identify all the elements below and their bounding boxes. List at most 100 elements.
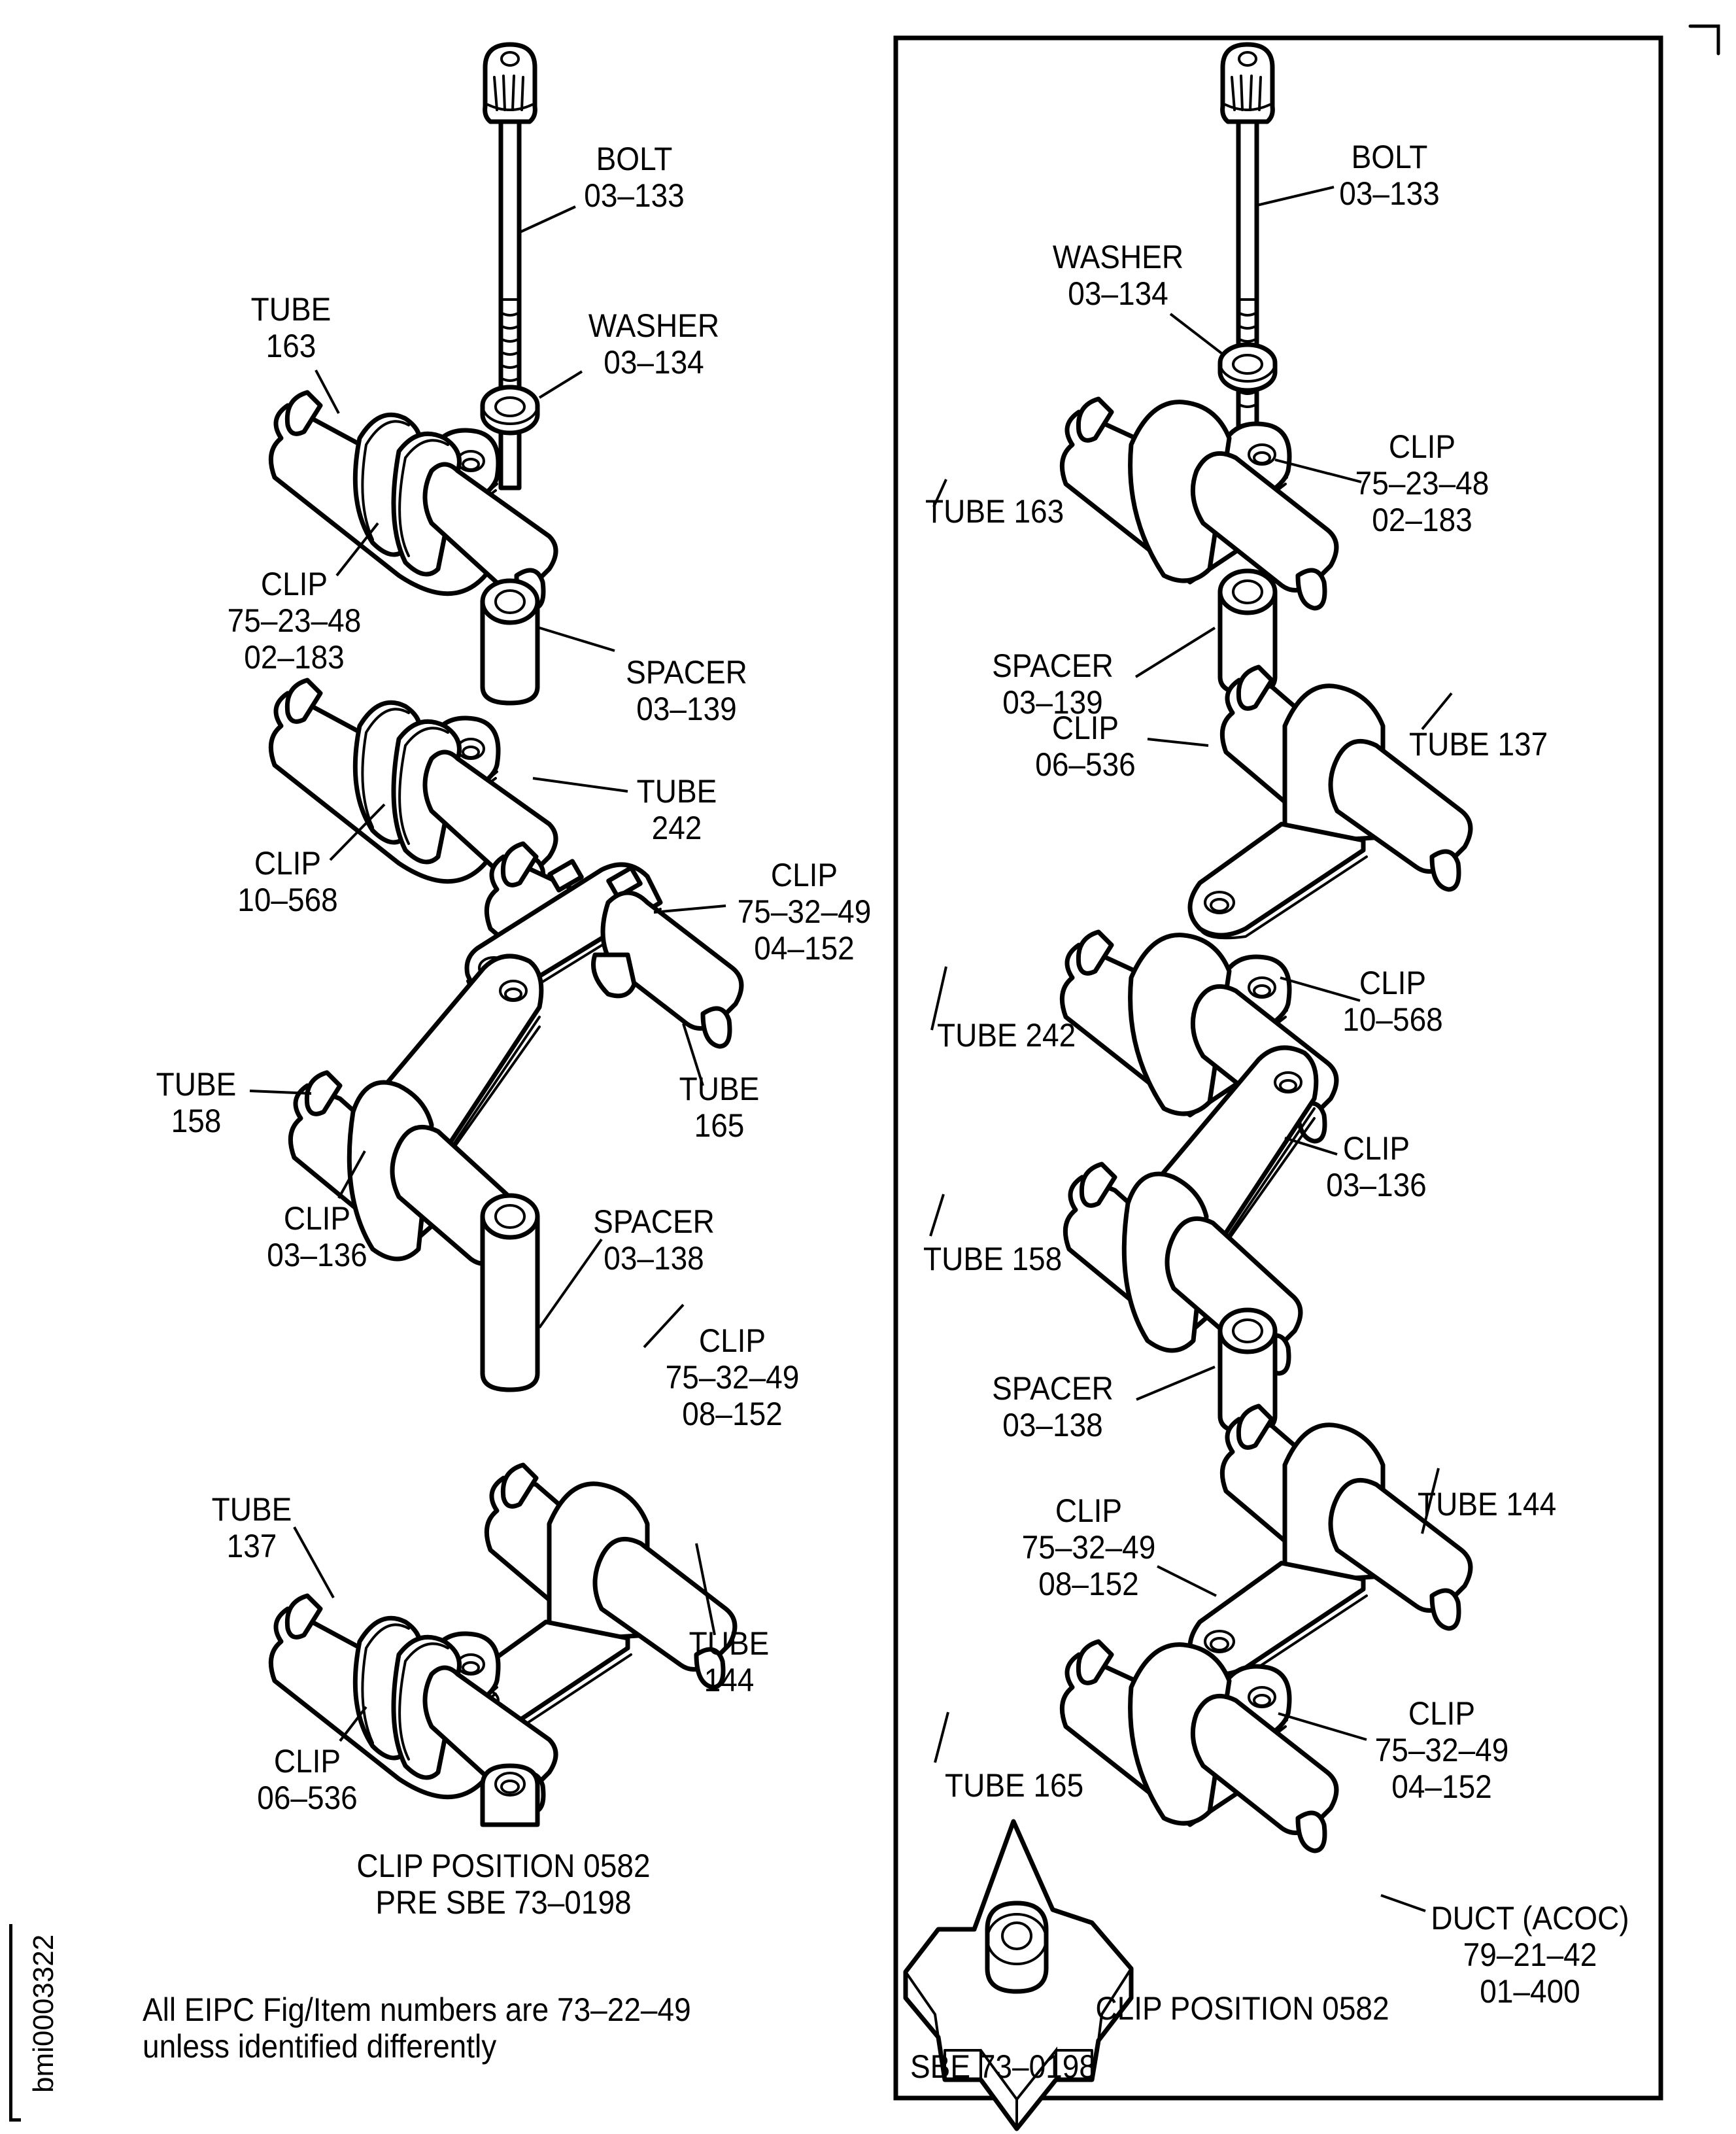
washer-part bbox=[483, 387, 537, 433]
callout-line: 75–23–48 bbox=[227, 602, 362, 639]
callout-line: 03–133 bbox=[1339, 175, 1440, 212]
leader-line bbox=[293, 1526, 335, 1598]
callout-line: TUBE bbox=[636, 773, 717, 810]
callout-clip-10-568-left: CLIP 10–568 bbox=[228, 845, 348, 918]
callout-line: SPACER bbox=[593, 1203, 715, 1240]
leader-line bbox=[249, 1090, 312, 1095]
callout-line: TUBE bbox=[211, 1491, 292, 1528]
figure-id: bmi0003322 bbox=[27, 1934, 60, 2093]
leader-line bbox=[653, 904, 726, 914]
leader-line bbox=[337, 1150, 366, 1199]
caption-line: PRE SBE 73–0198 bbox=[375, 1884, 632, 1921]
callout-line: TUBE 158 bbox=[923, 1241, 1063, 1277]
right-assembly bbox=[906, 44, 1471, 2129]
callout-line: TUBE bbox=[679, 1071, 760, 1107]
callout-line: 02–183 bbox=[1372, 502, 1472, 538]
callout-line: 01–400 bbox=[1480, 1973, 1580, 2010]
callout-line: 08–152 bbox=[682, 1396, 783, 1432]
leader-line bbox=[1147, 738, 1209, 747]
callout-tube-144-left: TUBE 144 bbox=[678, 1625, 780, 1698]
callout-line: 03–139 bbox=[1002, 684, 1103, 721]
leader-line bbox=[930, 966, 947, 1031]
leader-line bbox=[934, 1712, 949, 1763]
callout-spacer-03-138-right: SPACER 03–138 bbox=[981, 1370, 1125, 1443]
washer-part bbox=[1220, 345, 1275, 390]
leader-line bbox=[538, 370, 583, 399]
callout-spacer-03-139-left: SPACER 03–139 bbox=[615, 654, 759, 727]
callout-line: 158 bbox=[171, 1103, 222, 1139]
callout-line: 144 bbox=[704, 1662, 755, 1698]
clip-part bbox=[1190, 1406, 1471, 1677]
callout-line: SPACER bbox=[992, 1370, 1114, 1407]
callout-tube-158-right: TUBE 158 bbox=[923, 1241, 1062, 1277]
callout-tube-137-left: TUBE 137 bbox=[201, 1491, 303, 1564]
callout-line: 165 bbox=[694, 1107, 745, 1144]
corner-mark bbox=[1688, 24, 1720, 56]
callout-line: TUBE 242 bbox=[937, 1017, 1076, 1054]
callout-line: SPACER bbox=[626, 654, 747, 691]
callout-clip-04-152-right: CLIP 75–32–49 04–152 bbox=[1363, 1695, 1520, 1805]
leader-line bbox=[518, 205, 576, 234]
callout-tube-165-right: TUBE 165 bbox=[945, 1767, 1083, 1804]
callout-clip-06-536-right: CLIP 06–536 bbox=[1025, 710, 1146, 783]
right-caption: CLIP POSITION 0582 bbox=[1095, 1990, 1389, 2027]
clip-part bbox=[1062, 1642, 1336, 1851]
callout-clip-04-152-left: CLIP 75–32–49 04–152 bbox=[726, 857, 882, 967]
callout-bolt-left: BOLT 03–133 bbox=[574, 141, 694, 214]
leader-line bbox=[1134, 627, 1216, 678]
callout-line: 137 bbox=[226, 1528, 277, 1564]
callout-line: TUBE 163 bbox=[925, 493, 1064, 530]
leader-line bbox=[539, 627, 615, 652]
leader-line bbox=[1169, 313, 1223, 354]
callout-bolt-right: BOLT 03–133 bbox=[1329, 139, 1450, 212]
leader-line bbox=[335, 522, 379, 577]
sbe-frame bbox=[893, 35, 1663, 2101]
callout-line: CLIP bbox=[1051, 710, 1119, 746]
leader-line bbox=[538, 1238, 603, 1329]
callout-clip-02-183-left: CLIP 75–23–48 02–183 bbox=[216, 566, 372, 676]
callout-line: 10–568 bbox=[237, 882, 338, 918]
callout-line: CLIP bbox=[273, 1743, 341, 1780]
leader-line bbox=[329, 803, 386, 861]
callout-line: 75–32–49 bbox=[665, 1359, 800, 1396]
note-line: All EIPC Fig/Item numbers are 73–22–49 bbox=[143, 1991, 691, 2028]
callout-line: 79–21–42 bbox=[1463, 1936, 1597, 1973]
callout-tube-158-left: TUBE 158 bbox=[145, 1066, 247, 1139]
callout-line: 75–32–49 bbox=[737, 893, 872, 930]
sbe-frame-label: SBE 73–0198 bbox=[910, 2048, 1096, 2085]
callout-line: 03–133 bbox=[584, 177, 685, 214]
callout-clip-03-136-left: CLIP 03–136 bbox=[257, 1200, 377, 1273]
leader-line bbox=[1421, 1468, 1440, 1534]
callout-line: SPACER bbox=[992, 647, 1114, 684]
leader-line bbox=[1380, 1894, 1426, 1912]
callout-line: TUBE bbox=[689, 1625, 770, 1662]
callout-line: CLIP bbox=[1359, 965, 1427, 1001]
callout-line: 75–23–48 bbox=[1355, 465, 1489, 502]
callout-line: 03–134 bbox=[604, 344, 704, 381]
callout-line: TUBE bbox=[250, 291, 332, 328]
figure-id-bracket-foot bbox=[9, 2118, 21, 2122]
callout-clip-06-536-left: CLIP 06–536 bbox=[247, 1743, 367, 1816]
callout-clip-02-183-right: CLIP 75–23–48 02–183 bbox=[1344, 428, 1500, 538]
callout-line: CLIP bbox=[1388, 428, 1456, 465]
callout-line: 163 bbox=[265, 328, 316, 364]
callout-clip-03-136-right: CLIP 03–136 bbox=[1316, 1130, 1437, 1203]
callout-line: TUBE 165 bbox=[945, 1767, 1084, 1804]
callout-line: TUBE 144 bbox=[1418, 1486, 1557, 1523]
callout-line: 08–152 bbox=[1038, 1566, 1139, 1602]
callout-line: TUBE 137 bbox=[1409, 726, 1548, 763]
callout-line: 242 bbox=[651, 810, 702, 846]
callout-line: 06–536 bbox=[257, 1780, 358, 1816]
spacer-part bbox=[483, 581, 537, 703]
callout-clip-08-152-right: CLIP 75–32–49 08–152 bbox=[1010, 1492, 1166, 1602]
callout-line: BOLT bbox=[596, 141, 673, 177]
callout-tube-242-right: TUBE 242 bbox=[937, 1017, 1076, 1054]
callout-line: 04–152 bbox=[754, 930, 855, 967]
spacer-part bbox=[483, 1196, 537, 1390]
callout-tube-163-left: TUBE 163 bbox=[240, 291, 342, 364]
callout-line: TUBE bbox=[156, 1066, 237, 1103]
callout-line: 75–32–49 bbox=[1021, 1529, 1156, 1566]
caption-line: CLIP POSITION 0582 bbox=[356, 1848, 651, 1884]
callout-line: CLIP bbox=[260, 566, 328, 602]
leader-line bbox=[695, 1543, 716, 1636]
